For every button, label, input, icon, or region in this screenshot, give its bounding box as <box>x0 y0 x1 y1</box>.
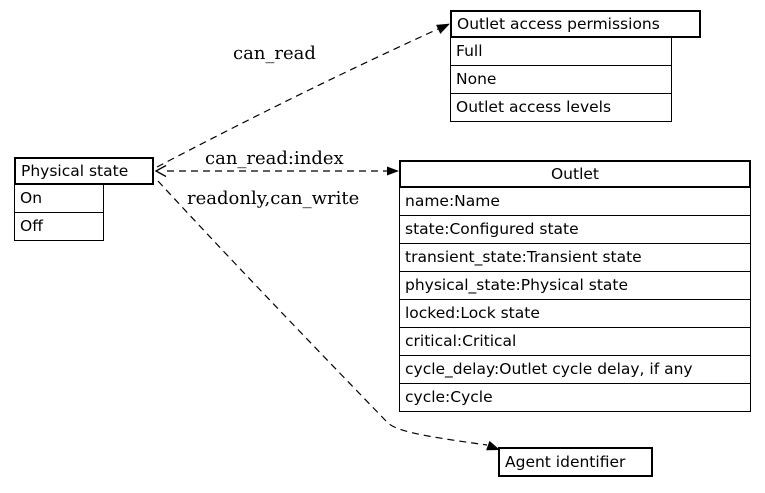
node-outlet-row-transient-state: transient_state:Transient state <box>399 244 751 272</box>
node-outlet-row-critical: critical:Critical <box>399 328 751 356</box>
node-physical-state-row-off: Off <box>14 213 104 241</box>
node-outlet-row-physical-state: physical_state:Physical state <box>399 272 751 300</box>
node-physical-state-row-on: On <box>14 185 104 213</box>
edge-can-read-arrowhead-icon <box>436 23 450 34</box>
edge-label-readonly-can-write: readonly,can_write <box>187 188 360 209</box>
node-outlet-title: Outlet <box>399 160 751 188</box>
edge-label-can-read-index: can_read:index <box>205 148 344 169</box>
node-outlet-row-cycle-delay: cycle_delay:Outlet cycle delay, if any <box>399 356 751 384</box>
edge-can-read-index-arrowhead-icon <box>387 166 399 176</box>
node-outlet-row-cycle: cycle:Cycle <box>399 384 751 412</box>
node-outlet-access-permissions-row-full: Full <box>450 38 672 66</box>
node-outlet-row-state: state:Configured state <box>399 216 751 244</box>
node-outlet-access-permissions-title: Outlet access permissions <box>450 10 701 38</box>
node-outlet-access-permissions-row-levels: Outlet access levels <box>450 94 672 122</box>
node-outlet-access-permissions-row-none: None <box>450 66 672 94</box>
node-outlet-row-name: name:Name <box>399 188 751 216</box>
node-outlet-row-locked: locked:Lock state <box>399 300 751 328</box>
edge-label-can-read: can_read <box>233 43 316 64</box>
node-agent-identifier-title: Agent identifier <box>498 447 653 477</box>
edge-can-read-index-tail-vee-icon <box>154 164 167 178</box>
node-physical-state-title: Physical state <box>14 157 154 185</box>
